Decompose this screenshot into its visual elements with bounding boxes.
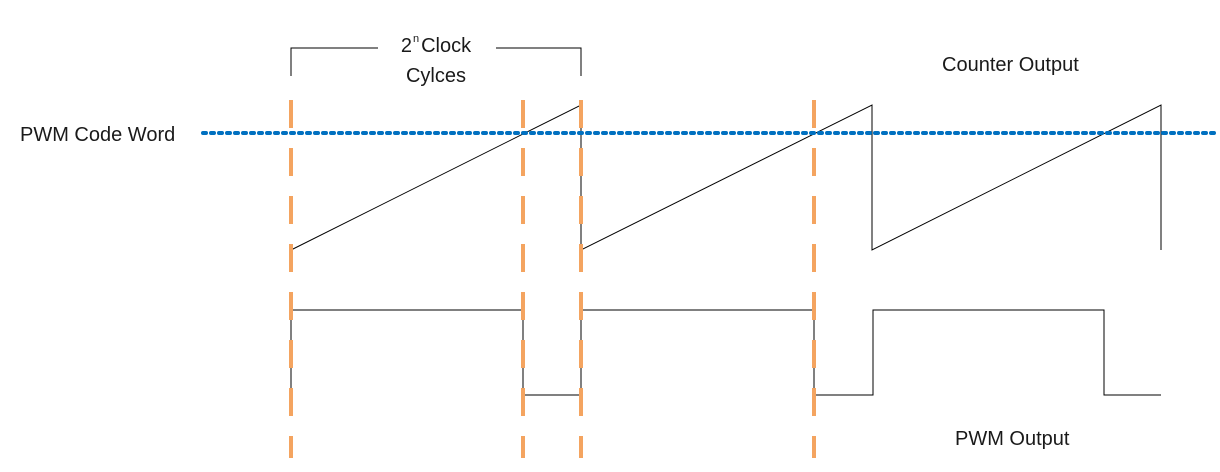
pwm-output-waveform — [290, 309, 1161, 396]
clock-exponent: n — [412, 33, 420, 45]
clock-base: 2 — [400, 35, 412, 57]
pwm-output-label: PWM Output — [955, 428, 1070, 450]
counter-output-waveform — [290, 104, 1162, 251]
clock-word: Clock — [421, 35, 472, 57]
clock-cycles-bracket-left — [290, 47, 378, 76]
pwm-code-word-label: PWM Code Word — [20, 124, 176, 146]
clock-cycles-bracket-right — [496, 47, 582, 76]
clock-cycles-label-line2: Cylces — [405, 65, 466, 87]
counter-output-label: Counter Output — [942, 54, 1079, 76]
